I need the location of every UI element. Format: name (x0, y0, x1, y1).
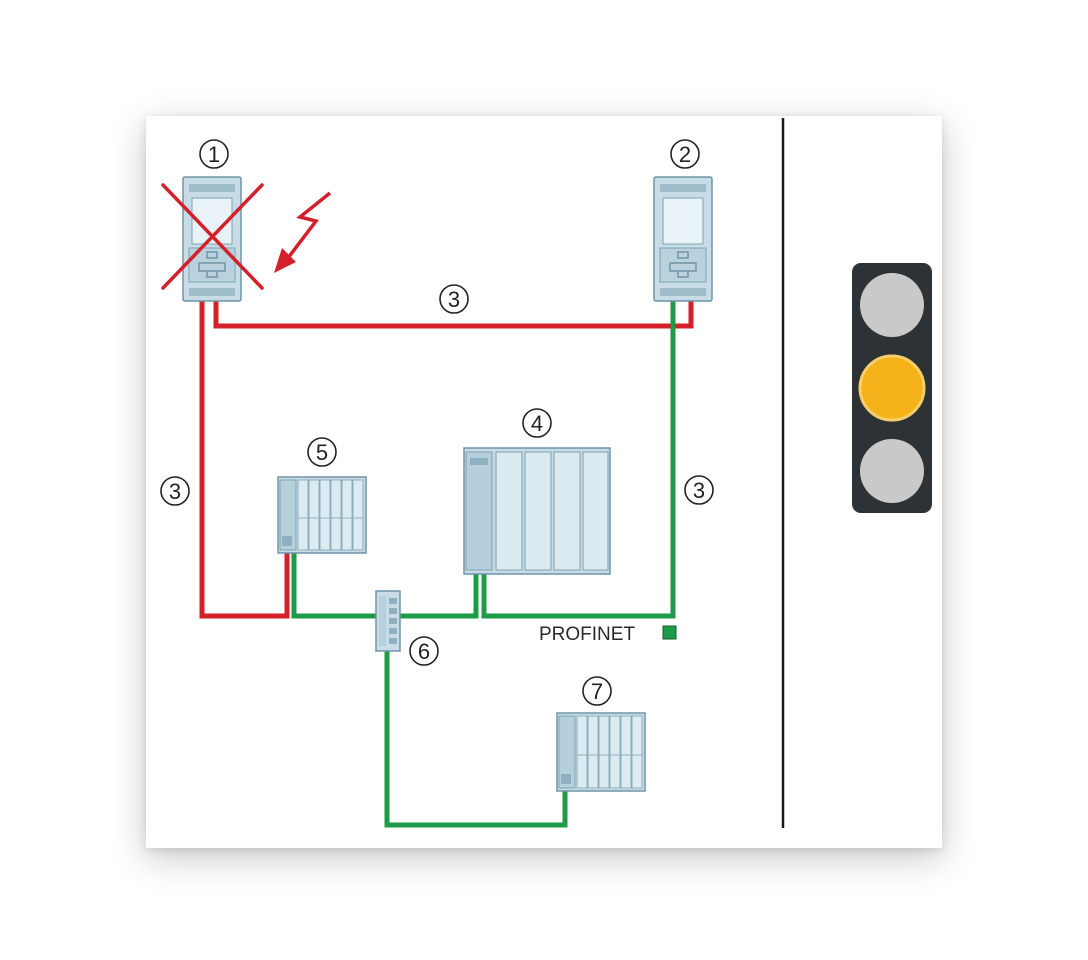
marker-7-label: 7 (591, 679, 603, 704)
traffic-light-bottom-lamp (860, 439, 924, 503)
cpu-2 (653, 176, 713, 302)
io-station-5 (277, 476, 367, 554)
marker-3-top: 3 (439, 284, 469, 314)
marker-2: 2 (670, 139, 700, 169)
sync-link-left (199, 300, 290, 619)
marker-6: 6 (409, 636, 439, 666)
profinet-link-cpu2 (481, 300, 676, 619)
profinet-legend-swatch (662, 625, 677, 640)
marker-4: 4 (522, 408, 552, 438)
io-rack-4 (463, 447, 611, 575)
marker-3-right: 3 (684, 475, 714, 505)
marker-3-left-label: 3 (169, 479, 181, 504)
marker-7: 7 (582, 676, 612, 706)
marker-5-label: 5 (316, 440, 328, 465)
io-station-7 (556, 712, 646, 792)
marker-1-label: 1 (208, 142, 220, 167)
marker-1: 1 (199, 139, 229, 169)
marker-3-right-label: 3 (693, 478, 705, 503)
traffic-light-middle-lamp (858, 354, 926, 422)
lightning-bolt-icon (274, 191, 332, 273)
traffic-light-top-lamp (860, 273, 924, 337)
marker-3-left: 3 (160, 476, 190, 506)
marker-5: 5 (307, 437, 337, 467)
failure-cross-icon (161, 183, 264, 290)
profinet-link-device7 (384, 650, 568, 828)
status-traffic-light (852, 263, 932, 513)
sync-link-top (213, 300, 694, 329)
marker-3-top-label: 3 (448, 287, 460, 312)
profinet-label: PROFINET (539, 624, 635, 645)
network-switch-6 (375, 590, 401, 652)
marker-6-label: 6 (418, 639, 430, 664)
marker-4-label: 4 (531, 411, 543, 436)
marker-2-label: 2 (679, 142, 691, 167)
red-sync-links (199, 300, 694, 619)
